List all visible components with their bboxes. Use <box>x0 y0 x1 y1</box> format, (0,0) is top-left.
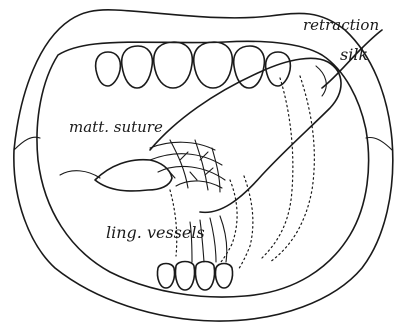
lower-tooth-2 <box>175 262 194 291</box>
upper-tooth-4 <box>194 42 233 88</box>
label-silk: silk <box>340 45 368 64</box>
lower-tooth-1 <box>157 264 174 289</box>
dotted-vessel-1 <box>214 180 237 270</box>
dotted-tongue-border-1 <box>262 78 293 258</box>
upper-tooth-3 <box>154 42 193 88</box>
label-matt-suture: matt. suture <box>69 118 163 136</box>
lower-tooth-4 <box>215 264 232 289</box>
upper-teeth <box>96 42 291 88</box>
lower-teeth <box>157 262 232 291</box>
outer-lip-outline <box>14 10 393 321</box>
tongue-tip-contour <box>316 66 326 96</box>
label-ling-vessels: ling. vessels <box>106 223 205 242</box>
right-commissure <box>366 138 392 151</box>
mattress-suture <box>150 140 225 192</box>
upper-tooth-1 <box>96 52 121 86</box>
tongue-left-contour <box>60 171 100 178</box>
lower-tooth-3 <box>195 262 214 291</box>
dotted-tongue-border-2 <box>270 76 314 262</box>
dotted-vessel-2 <box>238 176 253 270</box>
label-retraction: retraction <box>303 16 379 34</box>
left-commissure <box>14 137 40 150</box>
upper-tooth-2 <box>122 46 153 88</box>
retracted-tongue <box>150 58 341 212</box>
upper-tooth-6 <box>266 52 291 86</box>
tongue-left-mass <box>95 160 172 191</box>
